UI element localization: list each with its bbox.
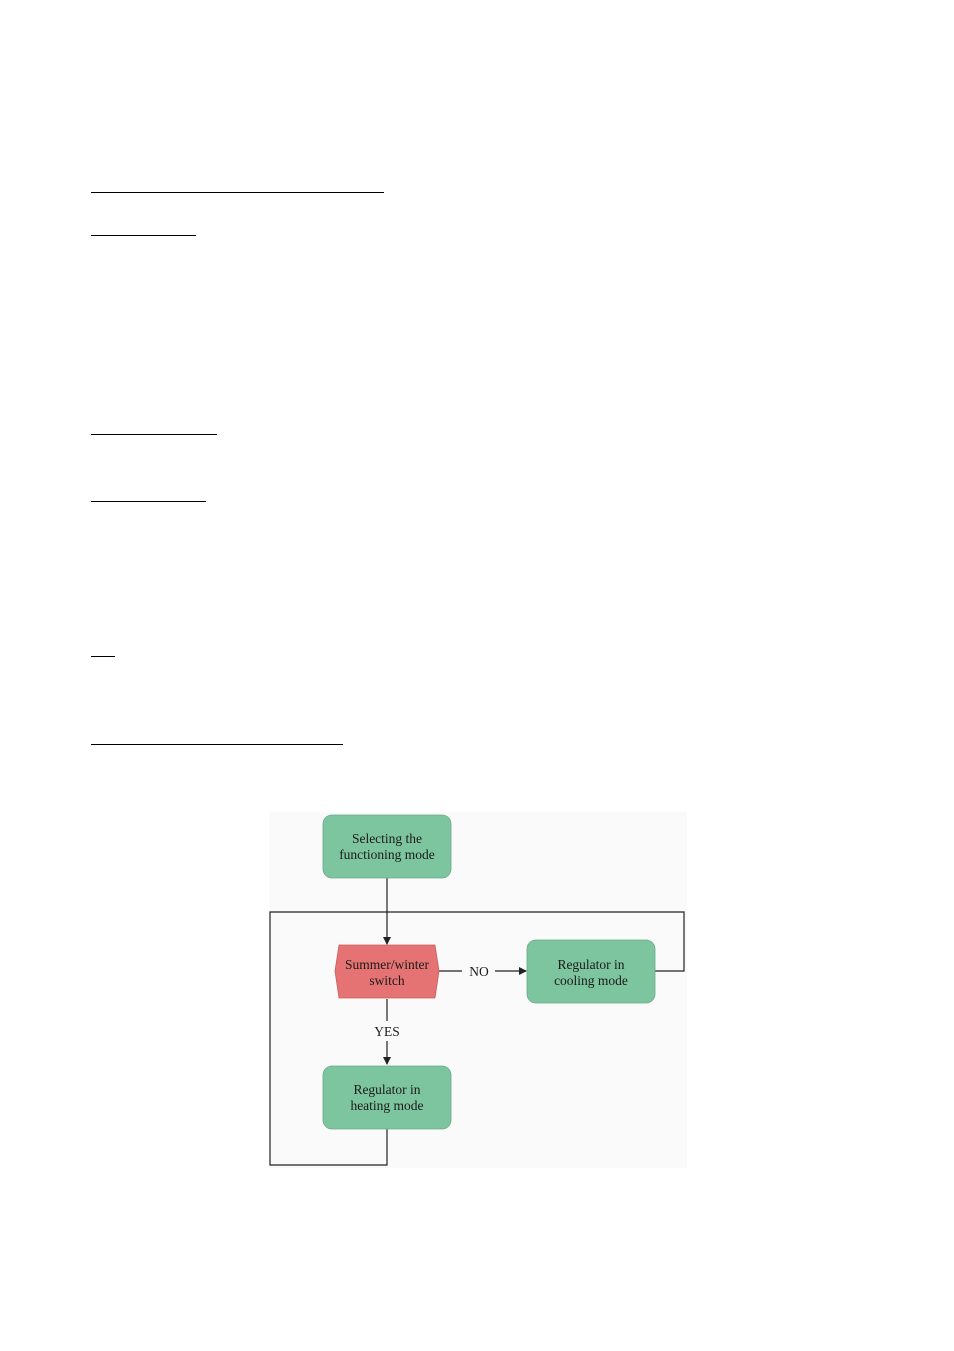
node-regulator-heating-mode: Regulator in heating mode: [322, 1065, 452, 1130]
heading-rule-1: [91, 192, 384, 193]
heading-rule-4: [91, 501, 206, 502]
node-start-line-2: functioning mode: [339, 847, 435, 862]
loop-from-cooling: [387, 911, 685, 972]
heading-rule-5: [91, 656, 115, 657]
node-heating-shape: [322, 1065, 452, 1130]
connectors: [269, 878, 685, 1166]
node-switch-line-2: switch: [369, 973, 404, 988]
edge-label-no: NO: [469, 964, 489, 979]
node-start-line-1: Selecting the: [352, 831, 422, 846]
node-regulator-cooling-mode: Regulator in cooling mode: [526, 939, 656, 1004]
node-switch-line-1: Summer/winter: [345, 957, 429, 972]
heading-rule-3: [91, 434, 217, 435]
node-heating-line-1: Regulator in: [353, 1082, 420, 1097]
node-cooling-line-2: cooling mode: [554, 973, 628, 988]
node-start-shape: [322, 814, 452, 879]
node-selecting-functioning-mode: Selecting the functioning mode: [322, 814, 452, 879]
node-switch-shape: [334, 944, 440, 999]
node-cooling-shape: [526, 939, 656, 1004]
node-cooling-line-1: Regulator in: [557, 957, 624, 972]
heading-rule-2: [91, 235, 196, 236]
node-summer-winter-switch: Summer/winter switch: [334, 944, 440, 999]
node-heating-line-2: heating mode: [350, 1098, 423, 1113]
loop-from-heating: [269, 911, 388, 1166]
edge-label-yes: YES: [374, 1024, 400, 1039]
heading-rule-6: [91, 744, 343, 745]
